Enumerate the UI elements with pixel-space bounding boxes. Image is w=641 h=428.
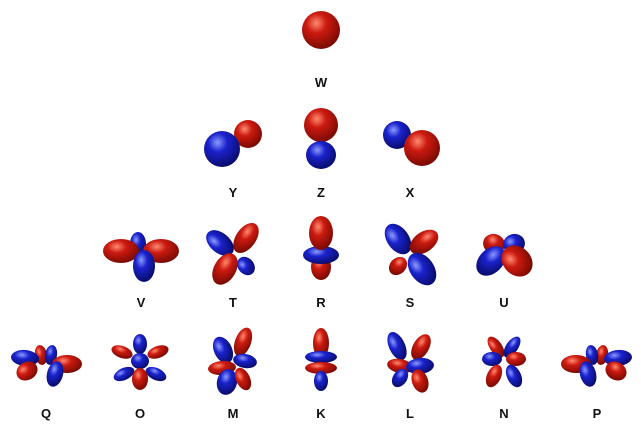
positive-lobe-2 — [387, 358, 413, 374]
negative-lobe-4 — [216, 369, 238, 395]
negative-lobe-4 — [391, 368, 409, 388]
positive-lobe-0 — [234, 120, 262, 148]
orbital-v — [103, 232, 179, 282]
orbital-o-label: O — [135, 406, 145, 421]
positive-lobe-2 — [147, 345, 169, 359]
orbital-m-label: M — [228, 406, 239, 421]
positive-lobe-4 — [605, 361, 627, 381]
orbital-y-label: Y — [229, 185, 238, 200]
positive-lobe-3 — [506, 352, 526, 366]
positive-lobe-0 — [302, 11, 340, 49]
orbitals-layer — [11, 11, 632, 395]
positive-lobe-3 — [501, 245, 533, 277]
positive-lobe-0 — [313, 328, 329, 358]
negative-lobe-0 — [133, 334, 147, 354]
positive-lobe-3 — [212, 253, 238, 285]
orbital-q — [11, 345, 82, 387]
orbital-z-label: Z — [317, 185, 325, 200]
negative-lobe-0 — [384, 223, 412, 255]
orbital-x — [383, 121, 440, 166]
negative-lobe-3 — [113, 366, 135, 382]
positive-lobe-4 — [16, 361, 38, 381]
negative-lobe-0 — [383, 121, 411, 149]
positive-lobe-4 — [485, 364, 503, 388]
positive-lobe-0 — [304, 108, 338, 142]
negative-lobe-1 — [306, 141, 336, 169]
negative-lobe-2 — [482, 352, 502, 366]
positive-lobe-0 — [233, 327, 253, 357]
negative-lobe-1 — [503, 336, 521, 358]
orbital-z — [304, 108, 338, 169]
orbital-x-label: X — [406, 185, 415, 200]
negative-lobe-5 — [46, 361, 64, 387]
negative-lobe-2 — [233, 353, 257, 369]
orbital-q-label: Q — [41, 406, 51, 421]
orbital-w — [302, 11, 340, 49]
orbital-u-label: U — [499, 295, 508, 310]
positive-lobe-0 — [233, 222, 259, 254]
negative-lobe-3 — [406, 357, 434, 375]
orbital-o — [111, 334, 169, 390]
negative-lobe-1 — [237, 256, 255, 276]
orbital-p-label: P — [593, 406, 602, 421]
orbital-n-label: N — [499, 406, 508, 421]
orbital-s-label: S — [406, 295, 415, 310]
negative-lobe-3 — [133, 250, 155, 282]
orbital-w-label: W — [315, 75, 328, 90]
negative-lobe-2 — [476, 246, 506, 276]
orbital-m — [208, 327, 257, 395]
positive-lobe-1 — [404, 130, 440, 166]
negative-lobe-1 — [303, 246, 339, 264]
negative-lobe-3 — [314, 371, 328, 391]
positive-lobe-2 — [409, 229, 439, 255]
orbital-k-label: K — [316, 406, 326, 421]
orbital-u — [476, 233, 533, 277]
positive-lobe-1 — [111, 345, 133, 359]
positive-lobe-2 — [309, 216, 333, 250]
negative-lobe-1 — [212, 336, 234, 364]
positive-lobe-1 — [103, 239, 139, 263]
negative-lobe-3 — [407, 252, 437, 286]
positive-lobe-5 — [234, 367, 252, 391]
orbital-t — [206, 222, 259, 285]
labels-layer: W Y Z X V T R S U Q O M K L N P — [41, 75, 602, 421]
orbital-y — [204, 120, 262, 167]
orbital-k — [305, 328, 337, 391]
negative-lobe-0 — [387, 331, 407, 361]
negative-lobe-1 — [204, 131, 240, 167]
orbital-n — [482, 336, 526, 388]
orbital-r-label: R — [316, 295, 326, 310]
negative-lobe-2 — [206, 230, 234, 256]
negative-lobe-5 — [505, 364, 523, 388]
positive-lobe-0 — [487, 336, 505, 358]
positive-lobe-1 — [388, 256, 408, 276]
negative-lobe-5 — [579, 361, 597, 387]
negative-lobe-5 — [131, 353, 149, 369]
orbital-s — [384, 223, 439, 286]
orbital-t-label: T — [229, 295, 237, 310]
positive-lobe-2 — [305, 362, 337, 374]
orbital-r — [303, 216, 339, 280]
positive-lobe-5 — [411, 369, 429, 393]
positive-lobe-1 — [411, 334, 431, 360]
negative-lobe-4 — [145, 366, 167, 382]
orbital-l — [387, 331, 434, 393]
orbital-v-label: V — [137, 295, 146, 310]
positive-lobe-6 — [132, 368, 148, 390]
orbital-p — [561, 345, 632, 387]
orbital-l-label: L — [406, 406, 414, 421]
negative-lobe-1 — [305, 351, 337, 363]
